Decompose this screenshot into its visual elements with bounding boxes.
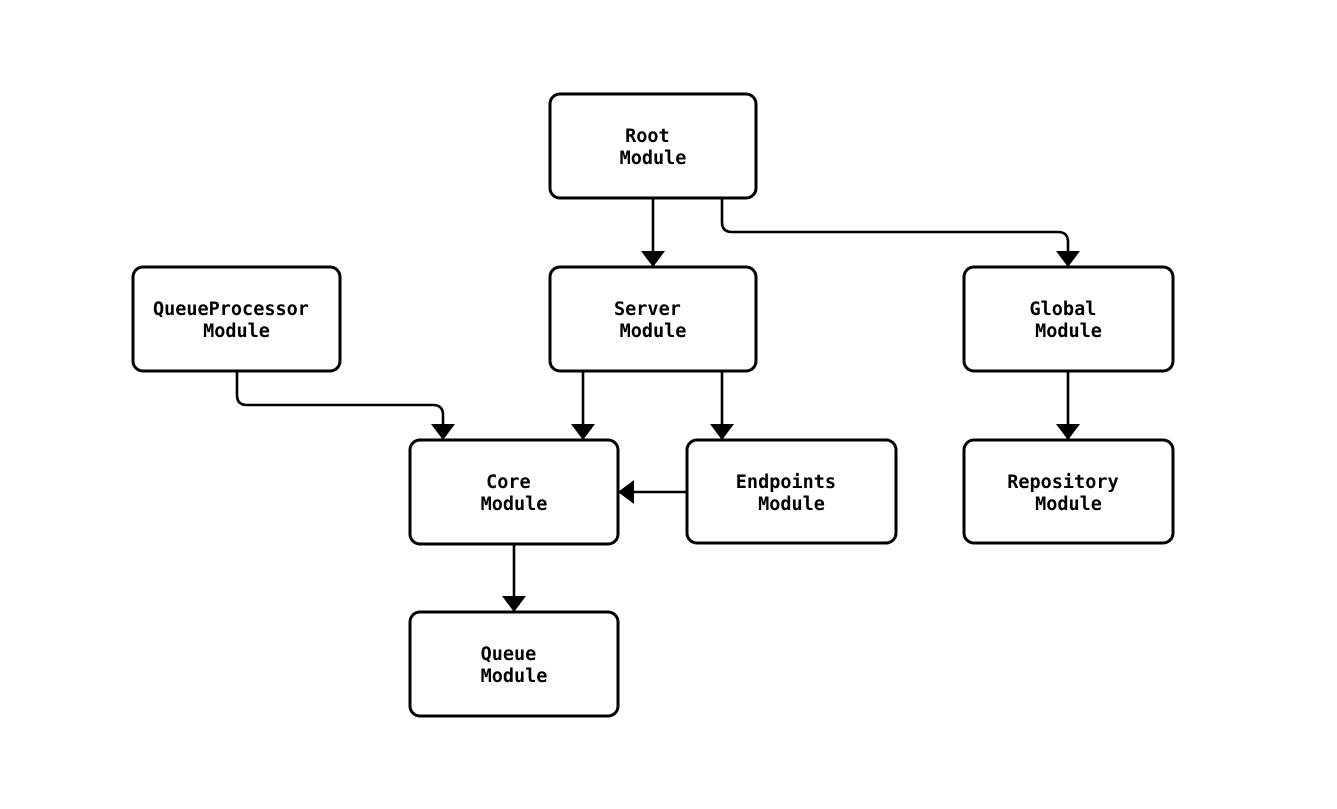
edge-root-to-global [720, 198, 1080, 267]
node-label: Core Module [481, 472, 548, 515]
node-label-line2: Module [481, 666, 548, 687]
node-label: Endpoints Module [736, 472, 847, 515]
node-label-line1: Core [486, 472, 531, 493]
edge-queueprocessor-to-core [235, 372, 455, 440]
node-box [408, 438, 620, 546]
node-label-line1: Repository [1007, 472, 1118, 493]
node-label-line1: Global [1030, 299, 1097, 320]
node-label-line2: Module [203, 321, 270, 342]
node-label-line2: Module [1035, 494, 1102, 515]
node-label-line1: Server [614, 299, 681, 320]
node-label-line1: Endpoints [736, 472, 836, 493]
node-queueprocessor-module: QueueProcessor Module [131, 265, 342, 373]
node-root-module: Root Module [548, 92, 758, 200]
node-label: Server Module [614, 299, 692, 342]
node-box [548, 265, 758, 373]
node-label-line1: Queue [481, 644, 537, 665]
node-box [548, 92, 758, 200]
node-box [962, 265, 1175, 373]
node-label-line1: Root [625, 126, 670, 147]
node-label: Repository Module [1007, 472, 1130, 515]
node-core-module: Core Module [408, 438, 620, 546]
node-box [962, 438, 1175, 545]
node-label-line2: Module [1035, 321, 1102, 342]
node-box [408, 610, 620, 718]
node-box [131, 265, 342, 373]
node-label-line2: Module [620, 321, 687, 342]
node-label-line2: Module [481, 494, 548, 515]
node-label-line1: QueueProcessor [153, 299, 309, 320]
edge-layer [235, 198, 1080, 612]
node-label: QueueProcessor Module [153, 299, 320, 342]
node-label-line2: Module [758, 494, 825, 515]
node-repository-module: Repository Module [962, 438, 1175, 545]
node-server-module: Server Module [548, 265, 758, 373]
node-box [685, 438, 898, 545]
node-global-module: Global Module [962, 265, 1175, 373]
node-label: Root Module [620, 126, 687, 169]
node-label: Queue Module [481, 644, 548, 687]
node-queue-module: Queue Module [408, 610, 620, 718]
node-endpoints-module: Endpoints Module [685, 438, 898, 545]
node-label-line2: Module [620, 148, 687, 169]
node-label: Global Module [1030, 299, 1108, 342]
